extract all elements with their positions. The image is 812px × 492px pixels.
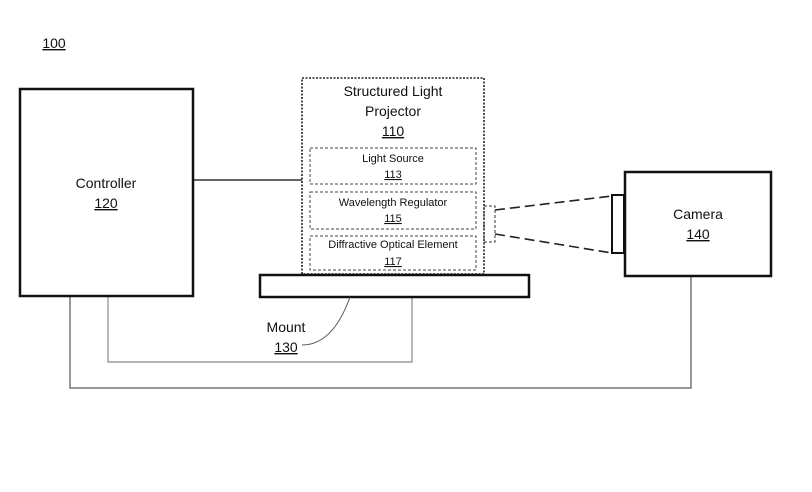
beam-lower <box>494 233 613 254</box>
projector-box <box>301 77 485 275</box>
controller-box <box>18 87 195 298</box>
mount-plate <box>258 273 531 299</box>
camera-box <box>623 170 773 278</box>
projector-aperture <box>483 205 496 243</box>
doe-ref: 117 <box>384 256 402 268</box>
projector-label-line1: Structured Light <box>344 83 443 99</box>
light-source-box <box>309 147 477 185</box>
projector-label-line2: Projector <box>365 103 421 119</box>
wavelength-regulator-ref: 115 <box>384 213 402 225</box>
light-source-ref: 113 <box>384 169 402 181</box>
camera-ref: 140 <box>686 226 710 242</box>
mount-label: Mount <box>267 319 306 335</box>
controller-camera-cable <box>69 276 692 389</box>
doe-box <box>309 235 477 271</box>
mount-ref: 130 <box>274 339 298 355</box>
camera-label: Camera <box>673 206 723 222</box>
projector-ref: 110 <box>382 123 405 139</box>
controller-label: Controller <box>76 175 137 191</box>
camera-lens <box>611 194 625 254</box>
controller-ref: 120 <box>94 195 118 211</box>
controller-mount-cable <box>107 297 413 363</box>
wavelength-regulator-box <box>309 191 477 230</box>
mount-leader-line <box>301 296 351 346</box>
beam-upper <box>494 195 613 211</box>
doe-label: Diffractive Optical Element <box>328 239 457 251</box>
figure-ref: 100 <box>42 35 66 51</box>
light-source-label: Light Source <box>362 153 424 165</box>
wavelength-regulator-label: Wavelength Regulator <box>339 197 448 209</box>
